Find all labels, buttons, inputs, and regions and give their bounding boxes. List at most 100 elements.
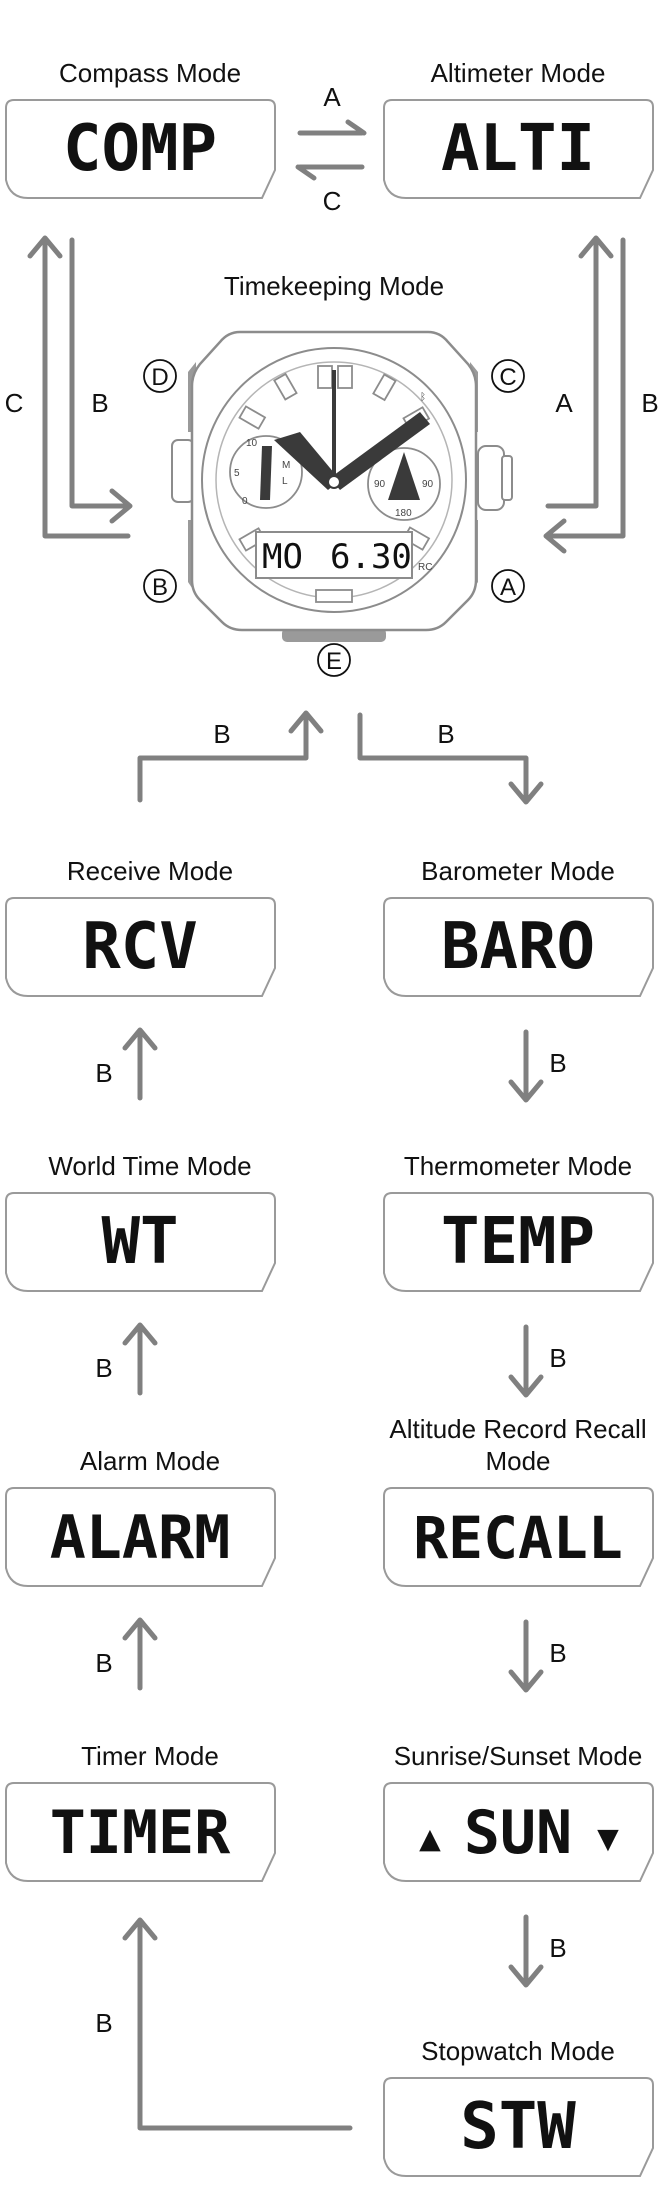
compass-mode-title: Compass Mode xyxy=(59,58,241,88)
watch-button-c-circle xyxy=(491,359,525,393)
watch-lcd xyxy=(255,531,413,579)
barometer-lcd-box xyxy=(383,897,654,997)
dial-label-l: L xyxy=(282,476,288,487)
timer-lcd-box xyxy=(5,1782,276,1882)
watch-button-e-circle xyxy=(317,643,351,677)
key-label-a-top: A xyxy=(323,82,341,112)
key-label-b-receive: B xyxy=(213,719,230,749)
arrow-timekeeping-to-barometer xyxy=(357,712,544,805)
watch-button-e-label: E xyxy=(326,648,342,675)
altimeter-mode-title: Altimeter Mode xyxy=(431,58,606,88)
arrow-worldtime-to-receive xyxy=(122,1027,158,1101)
alarm-mode-title: Alarm Mode xyxy=(80,1446,220,1476)
world-time-mode-title: World Time Mode xyxy=(48,1151,251,1181)
stopwatch-lcd-text: STW xyxy=(460,2090,576,2164)
dial-label-90-right: 90 xyxy=(422,479,434,490)
alarm-lcd-text: ALARM xyxy=(50,1503,231,1573)
alarm-lcd-box xyxy=(5,1487,276,1587)
watch-hand-pivot xyxy=(327,475,341,489)
watch-button-b-circle xyxy=(143,569,177,603)
compass-lcd-text: COMP xyxy=(63,112,217,186)
sunrise-lcd-box xyxy=(383,1782,654,1882)
dial-label-10: 10 xyxy=(246,438,258,449)
watch-lcd-day: MO xyxy=(262,537,303,577)
world-time-lcd-text: WT xyxy=(101,1205,178,1279)
altimeter-lcd-text: ALTI xyxy=(441,112,595,186)
recall-mode-title-line2: Mode xyxy=(485,1446,550,1476)
dial-label-180: 180 xyxy=(395,508,412,519)
key-label-b-sun-stw: B xyxy=(549,1933,566,1963)
arrow-timer-to-alarm xyxy=(122,1617,158,1691)
key-label-a-right: A xyxy=(555,388,573,418)
key-label-b-wt-rcv: B xyxy=(95,1058,112,1088)
right-subdial-pointer xyxy=(388,452,420,500)
world-time-lcd-box xyxy=(5,1192,276,1292)
dial-label-m: M xyxy=(282,460,290,471)
arrow-stopwatch-to-timer xyxy=(122,1917,353,2131)
watch-hour-hand xyxy=(274,432,340,490)
recall-lcd-box xyxy=(383,1487,654,1587)
watch-button-d-circle xyxy=(143,359,177,393)
key-label-c-top: C xyxy=(323,186,342,216)
timekeeping-mode-title: Timekeeping Mode xyxy=(224,271,444,301)
hour-marker-1 xyxy=(372,373,397,402)
watch-button-e-tab xyxy=(282,628,386,642)
sunrise-lcd-text: SUN xyxy=(464,1798,572,1868)
hour-marker-6 xyxy=(315,589,353,603)
watch-button-b-label: B xyxy=(152,574,168,601)
thermometer-mode-title: Thermometer Mode xyxy=(404,1151,632,1181)
watch-crown xyxy=(477,445,505,511)
watch-illustration: 10 5 0 M L 90 90 180 ᛒ MO 6.30 RC D C B xyxy=(143,330,525,677)
arrow-timekeeping-to-compass xyxy=(27,235,131,539)
watch-button-d-label: D xyxy=(151,364,168,391)
hour-marker-12 xyxy=(317,365,333,389)
receive-mode-title: Receive Mode xyxy=(67,856,233,886)
arrow-barometer-to-thermometer xyxy=(508,1029,544,1103)
arrow-altimeter-to-timekeeping xyxy=(543,237,626,554)
dial-label-0: 0 xyxy=(242,496,248,507)
watch-minute-hand xyxy=(330,412,430,490)
watch-button-c-label: C xyxy=(499,364,516,391)
left-subdial-hand xyxy=(260,446,272,500)
recall-mode-title-line1: Altitude Record Recall xyxy=(389,1414,646,1444)
arrow-compass-to-altimeter xyxy=(297,119,367,136)
arrow-receive-to-timekeeping xyxy=(137,710,324,803)
key-label-b-barometer: B xyxy=(437,719,454,749)
key-label-b-alarm-wt: B xyxy=(95,1353,112,1383)
stopwatch-mode-title: Stopwatch Mode xyxy=(421,2036,615,2066)
compass-lcd-box xyxy=(5,99,276,199)
watch-side-button-left xyxy=(171,439,195,503)
barometer-lcd-text: BARO xyxy=(441,910,595,984)
arrow-alarm-to-worldtime xyxy=(122,1322,158,1396)
thermometer-lcd-box xyxy=(383,1192,654,1292)
key-label-b-temp-recall: B xyxy=(549,1343,566,1373)
altimeter-lcd-box xyxy=(383,99,654,199)
key-label-b-recall-sun: B xyxy=(549,1638,566,1668)
receive-lcd-text: RCV xyxy=(82,910,198,984)
arrow-recall-to-sunrise xyxy=(508,1619,544,1693)
timer-lcd-text: TIMER xyxy=(50,1798,231,1868)
hour-marker-12b xyxy=(337,365,353,389)
key-label-b-stw-timer: B xyxy=(95,2008,112,2038)
recall-lcd-text: RECALL xyxy=(413,1504,623,1572)
watch-button-a-circle xyxy=(491,569,525,603)
watch-lcd-date: 6.30 xyxy=(330,537,412,577)
thermometer-lcd-text: TEMP xyxy=(441,1205,595,1279)
key-label-c-left: C xyxy=(5,388,24,418)
dial-label-rc: RC xyxy=(418,562,432,573)
watch-crown-tip xyxy=(501,455,513,501)
watch-button-a-label: A xyxy=(500,574,516,601)
bluetooth-icon: ᛒ xyxy=(420,392,426,403)
arrow-thermometer-to-recall xyxy=(508,1324,544,1398)
hour-marker-10 xyxy=(238,405,267,430)
sunset-down-triangle: ▼ xyxy=(597,1818,619,1859)
sunrise-up-triangle: ▲ xyxy=(419,1818,441,1859)
arrow-sunrise-to-stopwatch xyxy=(508,1914,544,1988)
receive-lcd-box xyxy=(5,897,276,997)
timer-mode-title: Timer Mode xyxy=(81,1741,219,1771)
hour-marker-11 xyxy=(273,372,298,401)
stopwatch-lcd-box xyxy=(383,2077,654,2177)
sunrise-sunset-mode-title: Sunrise/Sunset Mode xyxy=(394,1741,643,1771)
arrow-altimeter-to-compass xyxy=(295,164,365,181)
